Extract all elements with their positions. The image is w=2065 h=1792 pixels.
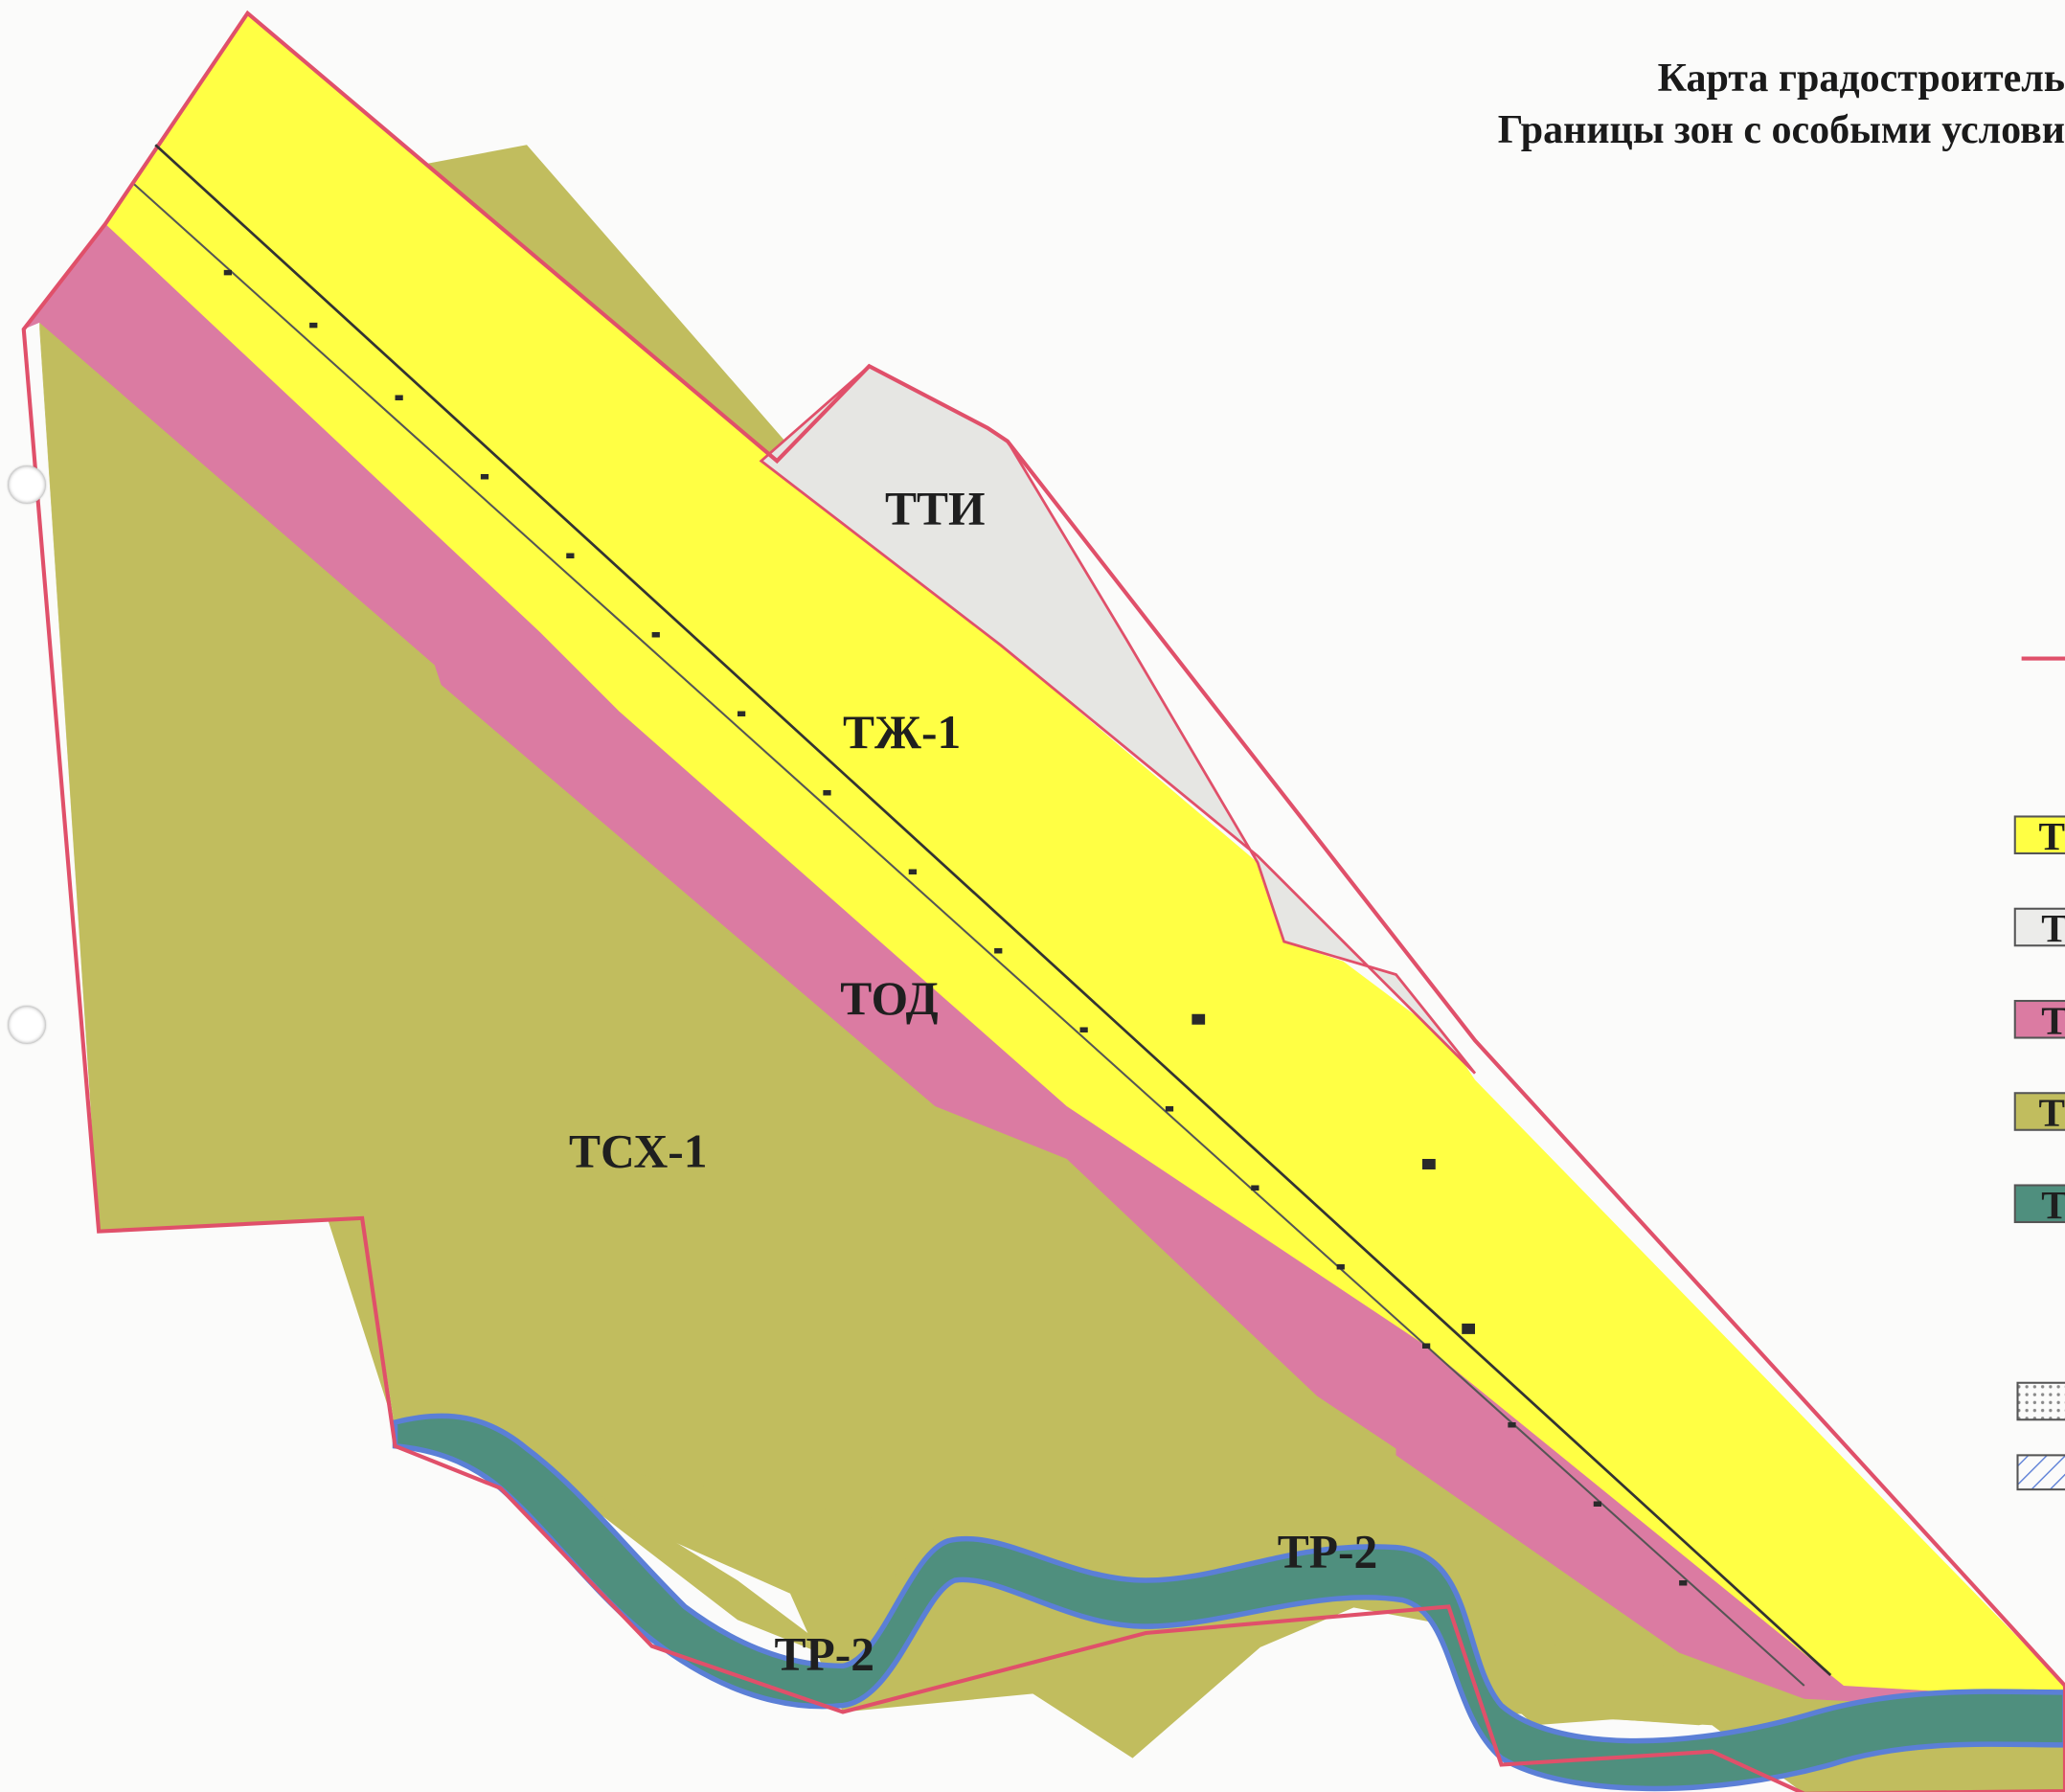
legend-item-tti: Т <box>2013 906 2065 950</box>
legend-item-tod: Т <box>2013 998 2065 1042</box>
label-tti: ТТИ <box>885 482 986 534</box>
legend-item-tzh: Т <box>2013 814 2065 858</box>
legend-item-tr: Т <box>2013 1183 2065 1227</box>
legend-item-tsx: Т( <box>2013 1091 2065 1136</box>
legend-code: Т <box>2039 814 2065 858</box>
label-tzh1: ТЖ-1 <box>843 706 961 759</box>
label-tr2-west: ТР-2 <box>775 1628 875 1681</box>
legend-code: Т <box>2041 906 2065 950</box>
legend-item-dotted <box>2016 1381 2065 1421</box>
label-tsx1: ТСХ-1 <box>569 1124 707 1177</box>
building-marks <box>223 269 1688 1586</box>
main-road-line <box>154 144 1832 1677</box>
secondary-road-line <box>133 183 1805 1687</box>
zone-tzh1-area <box>105 12 2065 1699</box>
legend-code: Т <box>2041 998 2065 1042</box>
legend-item-hatched <box>2016 1454 2065 1491</box>
territory-boundary <box>21 10 2065 1792</box>
binder-hole-top <box>8 465 46 504</box>
legend: Т Т Т Т( Т <box>2013 656 2065 1491</box>
legend-code: Т( <box>2039 1091 2065 1136</box>
legend-code: Т <box>2041 1183 2065 1227</box>
map-title-line-1: Карта градостроитель <box>1657 57 2065 101</box>
label-tr2-east: ТР-2 <box>1278 1525 1378 1577</box>
map-title-line-2: Границы зон с особыми услови <box>1497 108 2065 152</box>
label-tod: ТОД <box>840 972 938 1025</box>
map-geometry: ТТИ ТЖ-1 ТОД ТСХ-1 ТР-2 ТР-2 Т Т Т <box>21 10 2065 1792</box>
binder-hole-bottom <box>8 1006 46 1044</box>
